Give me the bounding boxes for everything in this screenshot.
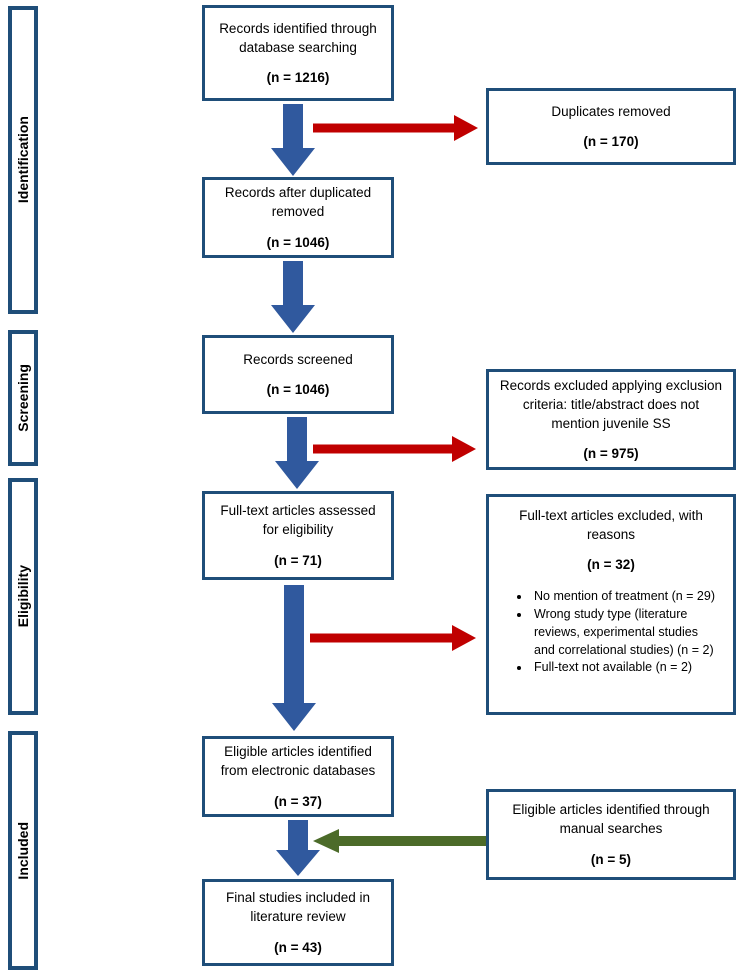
arrow-down-fulltext-to-eligible: [272, 585, 316, 731]
stage-included: Included: [8, 731, 38, 970]
arrow-right-to-fulltext-excluded: [310, 625, 476, 651]
box-records-identified: Records identified through database sear…: [202, 5, 394, 101]
stage-identification-label: Identification: [15, 116, 31, 204]
reason-item: Full-text not available (n = 2): [531, 659, 721, 677]
arrow-down-eligible-to-final: [276, 820, 320, 876]
box-eligible-from-databases-label: Eligible articles identified from electr…: [220, 744, 376, 779]
box-fulltext-assessed-count: (n = 71): [274, 552, 322, 568]
stage-eligibility-label: Eligibility: [15, 565, 31, 628]
box-manual-searches: Eligible articles identified through man…: [486, 789, 736, 880]
box-records-excluded: Records excluded applying exclusion crit…: [486, 369, 736, 470]
box-records-excluded-label: Records excluded applying exclusion crit…: [499, 377, 723, 431]
box-eligible-from-databases: Eligible articles identified from electr…: [202, 736, 394, 817]
box-records-screened-label: Records screened: [243, 351, 353, 367]
box-fulltext-excluded: Full-text articles excluded, with reason…: [486, 494, 736, 715]
box-records-after-duplicates-count: (n = 1046): [266, 234, 330, 250]
arrow-down-identified-to-after-duplicates: [271, 104, 315, 176]
box-records-screened: Records screened (n = 1046): [202, 335, 394, 414]
box-records-identified-label: Records identified through database sear…: [219, 20, 377, 55]
fulltext-excluded-reasons-list: No mention of treatment (n = 29) Wrong s…: [497, 588, 721, 677]
box-duplicates-removed-label: Duplicates removed: [551, 103, 671, 119]
box-manual-searches-count: (n = 5): [590, 851, 632, 867]
stage-screening-label: Screening: [15, 364, 31, 432]
stage-screening: Screening: [8, 330, 38, 466]
stage-included-label: Included: [15, 821, 31, 880]
box-fulltext-excluded-count: (n = 32): [587, 557, 635, 573]
box-fulltext-assessed: Full-text articles assessed for eligibil…: [202, 491, 394, 580]
box-duplicates-removed-count: (n = 170): [583, 134, 639, 149]
box-fulltext-excluded-label: Full-text articles excluded, with reason…: [519, 508, 703, 543]
reason-item: Wrong study type (literature reviews, ex…: [531, 606, 721, 659]
box-manual-searches-label: Eligible articles identified through man…: [512, 802, 710, 837]
box-duplicates-removed: Duplicates removed (n = 170): [486, 88, 736, 165]
box-records-identified-count: (n = 1216): [266, 70, 330, 86]
box-records-after-duplicates: Records after duplicated removed (n = 10…: [202, 177, 394, 258]
arrow-left-from-manual-searches: [313, 829, 486, 853]
box-records-excluded-count: (n = 975): [583, 446, 639, 462]
box-records-screened-count: (n = 1046): [266, 382, 330, 397]
box-final-included-label: Final studies included in literature rev…: [225, 890, 371, 925]
arrow-right-to-records-excluded: [313, 436, 476, 462]
reason-item: No mention of treatment (n = 29): [531, 588, 721, 606]
box-final-included: Final studies included in literature rev…: [202, 879, 394, 966]
arrow-down-after-duplicates-to-screened: [271, 261, 315, 333]
box-eligible-from-databases-count: (n = 37): [274, 793, 322, 809]
arrow-down-screened-to-fulltext: [275, 417, 319, 489]
stage-eligibility: Eligibility: [8, 478, 38, 715]
stage-identification: Identification: [8, 6, 38, 314]
box-records-after-duplicates-label: Records after duplicated removed: [224, 185, 372, 220]
box-fulltext-assessed-label: Full-text articles assessed for eligibil…: [220, 503, 376, 538]
arrow-right-to-duplicates-removed: [313, 115, 478, 141]
box-final-included-count: (n = 43): [274, 939, 322, 955]
